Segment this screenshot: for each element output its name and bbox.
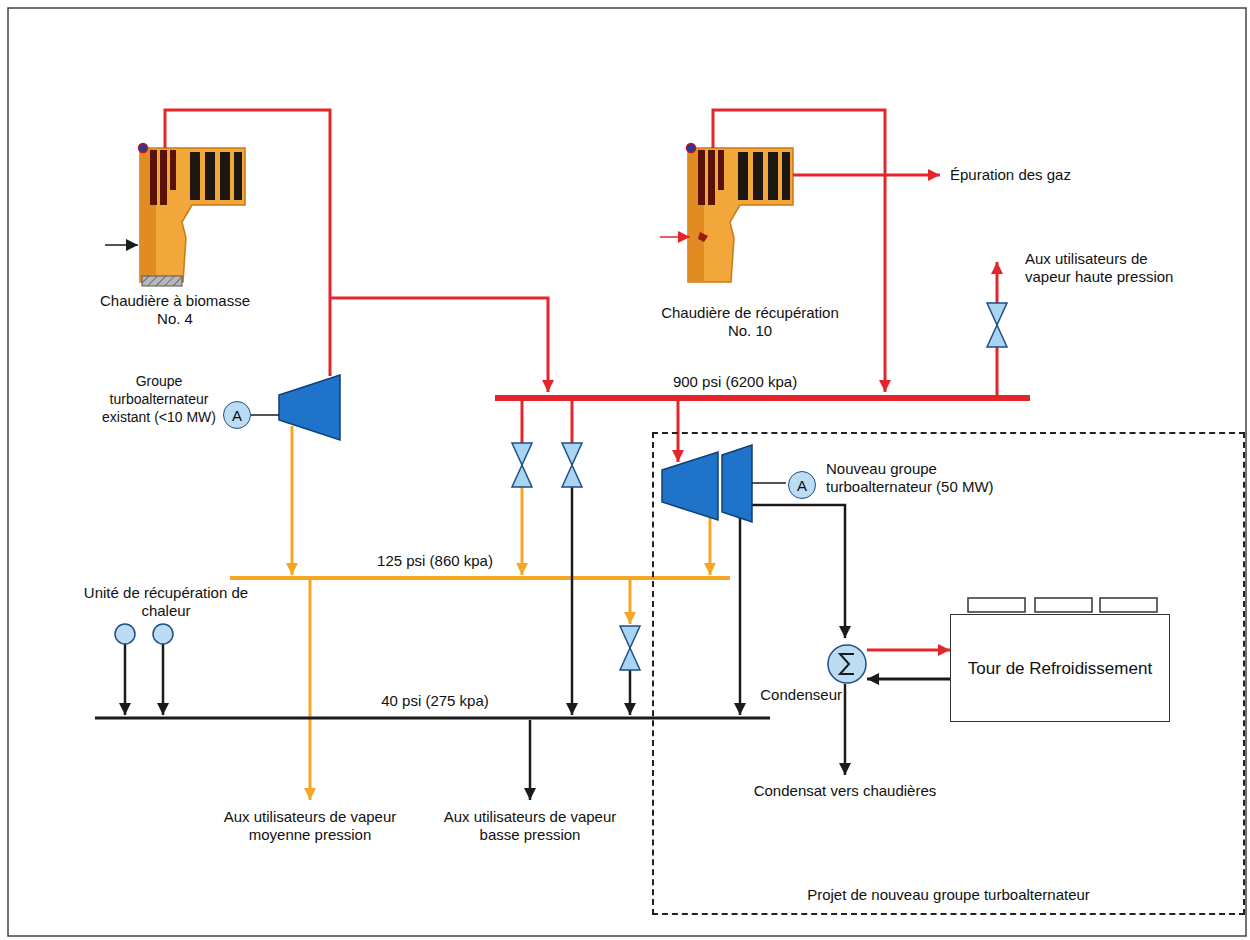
high-pressure-lines bbox=[165, 110, 997, 462]
turbine-label: Nouveau groupe turboalternateur (50 MW) bbox=[826, 460, 1016, 496]
condenser-circle bbox=[828, 645, 866, 683]
shaft bbox=[752, 482, 786, 484]
outlet-label: Condensat vers chaudières bbox=[745, 782, 945, 800]
header-label: 900 psi (6200 kpa) bbox=[655, 373, 815, 391]
header-label: 40 psi (275 kpa) bbox=[355, 692, 515, 710]
node-text: Projet de nouveau groupe turboalternateu… bbox=[807, 886, 1090, 903]
cooling-water-return bbox=[867, 678, 950, 681]
sigma-symbol bbox=[840, 654, 854, 674]
user-label: Aux utilisateurs de vapeur basse pressio… bbox=[441, 808, 619, 844]
recovery-boiler bbox=[687, 144, 794, 283]
node-text: Tour de Refroidissement bbox=[968, 658, 1152, 679]
boiler-mark bbox=[698, 232, 708, 242]
shaft bbox=[251, 414, 279, 416]
boiler-grate bbox=[142, 276, 182, 286]
project-region: ATour de RefroidissementCondenseurProjet… bbox=[652, 432, 1245, 915]
cooling-water-out bbox=[867, 649, 950, 652]
liquor-arrow bbox=[660, 236, 690, 238]
node-text: Condenseur bbox=[760, 686, 842, 703]
biomass-boiler bbox=[139, 144, 246, 283]
fuel-arrow bbox=[105, 244, 138, 246]
condenser-symbol: Condenseur bbox=[827, 644, 867, 684]
turbine-symbols bbox=[279, 375, 752, 522]
heat-recovery-unit bbox=[115, 624, 135, 644]
node-text: A bbox=[797, 477, 807, 494]
header-label: 125 psi (860 kpa) bbox=[355, 552, 515, 570]
user-label: Aux utilisateurs de vapeur moyenne press… bbox=[221, 808, 399, 844]
low-pressure-lines bbox=[125, 487, 845, 800]
cooling-tower-box: Tour de Refroidissement bbox=[950, 614, 1170, 722]
header-125 bbox=[230, 576, 730, 580]
condenser-outline bbox=[827, 644, 867, 684]
turbine-label: Groupe turboalternateur existant (<10 MW… bbox=[100, 372, 218, 426]
generator-circle: A bbox=[788, 471, 816, 499]
boiler-label: Chaudière à biomasse No. 4 bbox=[95, 292, 255, 328]
header-900 bbox=[495, 395, 1030, 401]
generator-circle: A bbox=[223, 401, 251, 429]
unit-label: Unité de récupération de chaleur bbox=[82, 584, 250, 620]
tower-cells bbox=[968, 598, 1157, 612]
node-text: A bbox=[232, 407, 242, 424]
user-label: Aux utilisateurs de vapeur haute pressio… bbox=[1025, 250, 1195, 286]
outlet-label: Épuration des gaz bbox=[950, 166, 1150, 184]
boiler-label: Chaudière de récupération No. 10 bbox=[650, 304, 850, 340]
header-40 bbox=[95, 717, 770, 720]
heat-recovery-unit bbox=[153, 624, 173, 644]
frame bbox=[8, 8, 1246, 936]
medium-pressure-lines bbox=[292, 426, 710, 800]
